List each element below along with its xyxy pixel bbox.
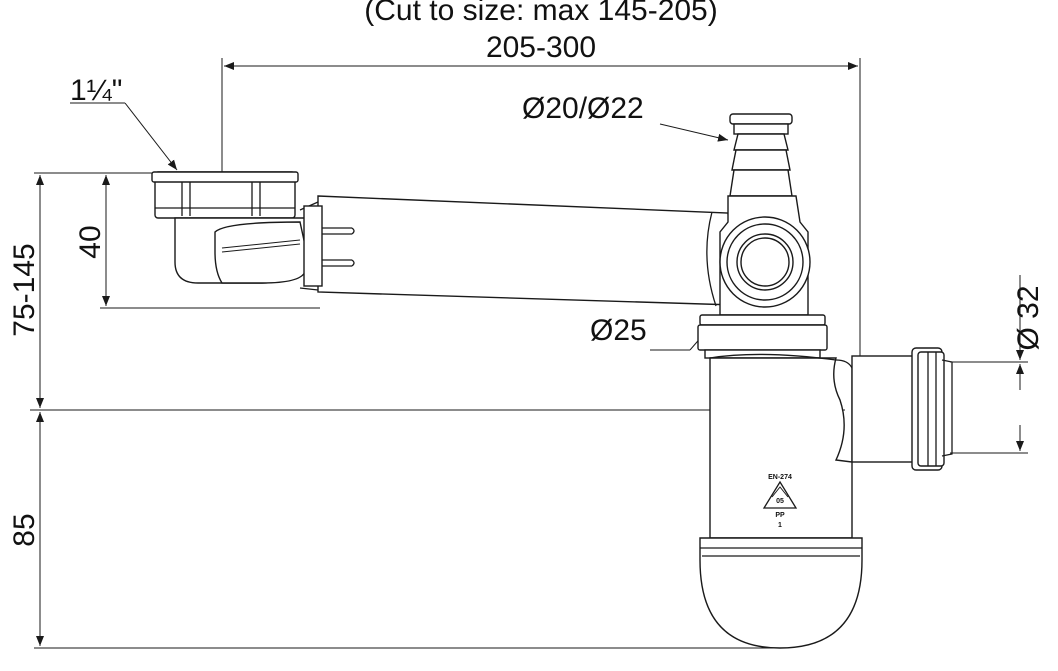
- drain-head: [151, 171, 306, 284]
- connecting-arm: [299, 195, 736, 307]
- height-range-dimension: [30, 172, 845, 411]
- height-85-label: 85: [8, 513, 41, 546]
- material-text: PP: [775, 512, 785, 519]
- thread-size-label: 1¼": [70, 74, 122, 107]
- overflow-diameter-label: Ø25: [590, 314, 647, 347]
- inlet-diameter-label: Ø20/Ø22: [522, 92, 644, 125]
- height-85-dimension: [34, 412, 780, 649]
- height-range-label: 75-145: [8, 243, 41, 336]
- inlet-leader: [659, 123, 729, 142]
- collar-nut: [697, 314, 828, 359]
- bottom-cup: [699, 537, 863, 649]
- recycle-mark: EN-274 05 PP 1: [762, 474, 798, 529]
- model-digit-text: 1: [778, 522, 782, 529]
- standard-mark-text: EN-274: [768, 474, 792, 481]
- siphon-body: [709, 353, 853, 539]
- outlet-diameter-dimension: [950, 275, 1028, 454]
- overflow-ring: [719, 216, 811, 308]
- thread-leader: [70, 102, 178, 171]
- recycle-code-text: 05: [776, 498, 784, 505]
- outlet-diameter-label: Ø 32: [1012, 285, 1045, 350]
- side-outlet: [851, 347, 953, 471]
- recycle-triangle-icon: [762, 480, 798, 509]
- cut-note-label: (Cut to size: max 145-205): [364, 0, 717, 27]
- height-40-dimension: [100, 175, 320, 309]
- width-range-label: 205-300: [486, 31, 596, 64]
- height-40-label: 40: [74, 225, 107, 258]
